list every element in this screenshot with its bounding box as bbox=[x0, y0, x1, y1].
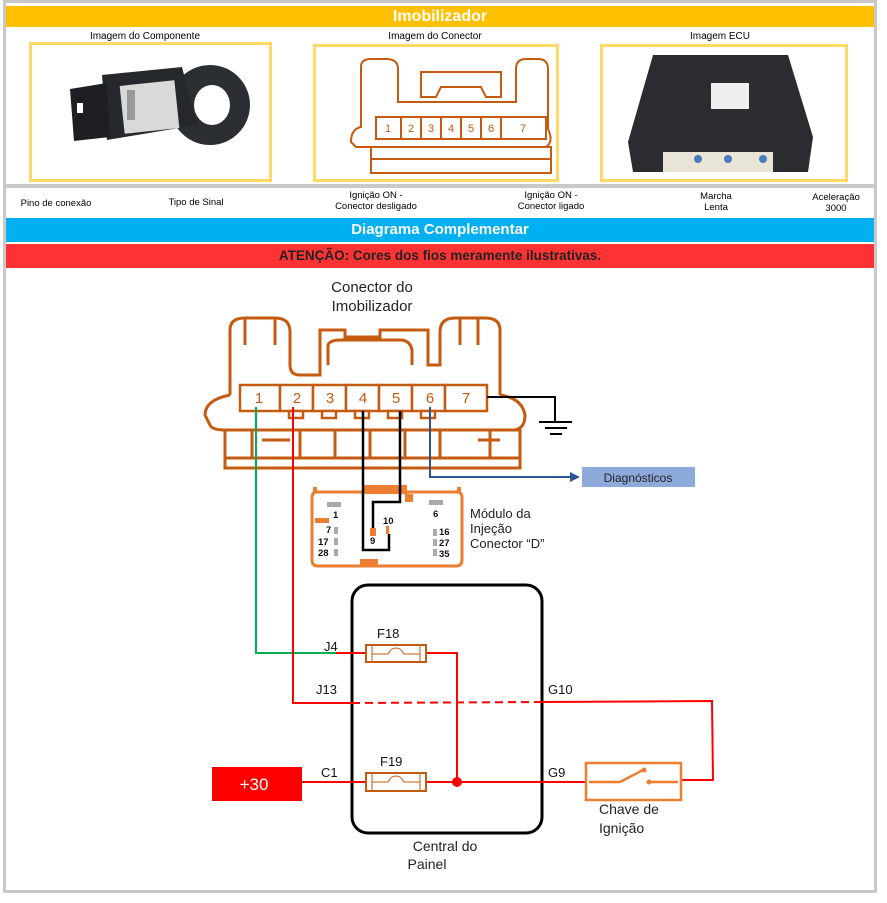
battery-plus30-box bbox=[212, 767, 302, 801]
component-image bbox=[29, 42, 272, 182]
col-ign-on-connected: Ignição ON -Conector ligado bbox=[517, 190, 585, 212]
ground-icon bbox=[539, 421, 572, 435]
battery-plus30-label: +30 bbox=[240, 775, 269, 794]
connector-img-pin-2: 2 bbox=[408, 123, 414, 135]
module-pin-9: 9 bbox=[370, 536, 375, 547]
ecu-image bbox=[600, 44, 848, 182]
signal-table-header: Pino de conexão Tipo de Sinal Ignição ON… bbox=[6, 190, 874, 216]
connector-img-pin-4: 4 bbox=[448, 123, 454, 135]
pin-7: 7 bbox=[462, 390, 470, 407]
fuse-f18-label: F18 bbox=[377, 626, 399, 641]
connector-title-line2: Imobilizador bbox=[332, 298, 413, 315]
col-ign-on-disconnected: Ignição ON -Conector desligado bbox=[335, 190, 417, 212]
injection-module: 1 7 17 28 6 16 27 35 9 10 bbox=[310, 485, 464, 568]
module-label-line1: Módulo da bbox=[470, 506, 531, 521]
connector-image: 1 2 3 4 5 6 7 bbox=[313, 44, 559, 182]
connector-img-pin-7: 7 bbox=[520, 123, 526, 135]
col-pin: Pino de conexão bbox=[20, 198, 92, 209]
wire-pin5-to-module bbox=[371, 411, 402, 528]
warning-banner: ATENÇÃO: Cores dos fios meramente ilustr… bbox=[6, 244, 874, 268]
pin-3: 3 bbox=[326, 390, 334, 407]
ignition-label-line2: Ignição bbox=[599, 820, 644, 836]
ignition-switch bbox=[584, 761, 683, 802]
col-signal-type: Tipo de Sinal bbox=[168, 197, 224, 208]
diagnostics-box bbox=[582, 467, 695, 487]
fuse-f18 bbox=[365, 644, 427, 663]
connector-img-pin-1: 1 bbox=[385, 123, 391, 135]
wire-diagnostics bbox=[429, 407, 570, 478]
module-pin-6: 6 bbox=[433, 509, 438, 520]
module-pin-35: 35 bbox=[439, 549, 450, 560]
immobilizer-sensor-icon bbox=[70, 65, 250, 145]
junction-node bbox=[452, 777, 462, 787]
module-pin-17: 17 bbox=[318, 537, 329, 548]
module-pin-27: 27 bbox=[439, 538, 450, 549]
arrow-icon bbox=[570, 472, 580, 482]
wiring-diagram: Conector do Imobilizador 1 2 3 4 5 6 7 bbox=[203, 279, 715, 872]
fusebox-label-line2: Painel bbox=[408, 856, 447, 872]
wire-pin4-to-module bbox=[361, 411, 391, 552]
module-label-line3: Conector “D” bbox=[470, 536, 544, 551]
pin-5: 5 bbox=[392, 390, 400, 407]
terminal-j4: J4 bbox=[324, 639, 338, 654]
fuse-f19 bbox=[365, 772, 427, 792]
separator bbox=[6, 184, 874, 188]
fusebox-label-line1: Central do bbox=[413, 838, 478, 854]
diagnostics-label: Diagnósticos bbox=[604, 471, 673, 485]
wire-f18-to-node bbox=[426, 652, 458, 782]
module-pin-10: 10 bbox=[383, 516, 394, 527]
terminal-j13: J13 bbox=[316, 682, 337, 697]
terminal-g9: G9 bbox=[548, 765, 565, 780]
wire-pin1-green bbox=[255, 407, 336, 654]
module-label-line2: Injeção bbox=[470, 521, 512, 536]
pin-6: 6 bbox=[426, 390, 434, 407]
wire-g10-to-switch bbox=[541, 699, 715, 781]
pin-2: 2 bbox=[293, 390, 301, 407]
wire-ground bbox=[487, 396, 556, 422]
connector-img-pin-3: 3 bbox=[428, 123, 434, 135]
diagram-banner: Diagrama Complementar bbox=[6, 218, 874, 242]
connector-drawing: 1 2 3 4 5 6 7 bbox=[349, 58, 552, 174]
terminal-c1: C1 bbox=[321, 765, 338, 780]
ecu-image-label: Imagem ECU bbox=[689, 31, 750, 42]
connector-image-label: Imagem do Conector bbox=[388, 31, 482, 42]
wire-internal-dashed bbox=[351, 701, 543, 704]
terminal-g10: G10 bbox=[548, 682, 573, 697]
module-pin-28: 28 bbox=[318, 548, 329, 559]
connector-img-pin-5: 5 bbox=[468, 123, 474, 135]
pin-1: 1 bbox=[255, 390, 263, 407]
fuse-box bbox=[350, 583, 544, 835]
page-title: Imobilizador bbox=[6, 6, 874, 27]
module-pin-16: 16 bbox=[439, 527, 450, 538]
module-pin-1: 1 bbox=[333, 510, 339, 521]
ecu-icon bbox=[628, 55, 813, 172]
fuse-f19-label: F19 bbox=[380, 754, 402, 769]
component-image-label: Imagem do Componente bbox=[89, 31, 201, 42]
pin-4: 4 bbox=[359, 390, 367, 407]
ignition-label-line1: Chave de bbox=[599, 801, 659, 817]
module-pin-7: 7 bbox=[326, 525, 331, 536]
immobilizer-connector bbox=[203, 316, 527, 470]
wire-pin2-red bbox=[292, 407, 352, 704]
connector-img-pin-6: 6 bbox=[488, 123, 494, 135]
connector-title-line1: Conector do bbox=[331, 279, 413, 296]
